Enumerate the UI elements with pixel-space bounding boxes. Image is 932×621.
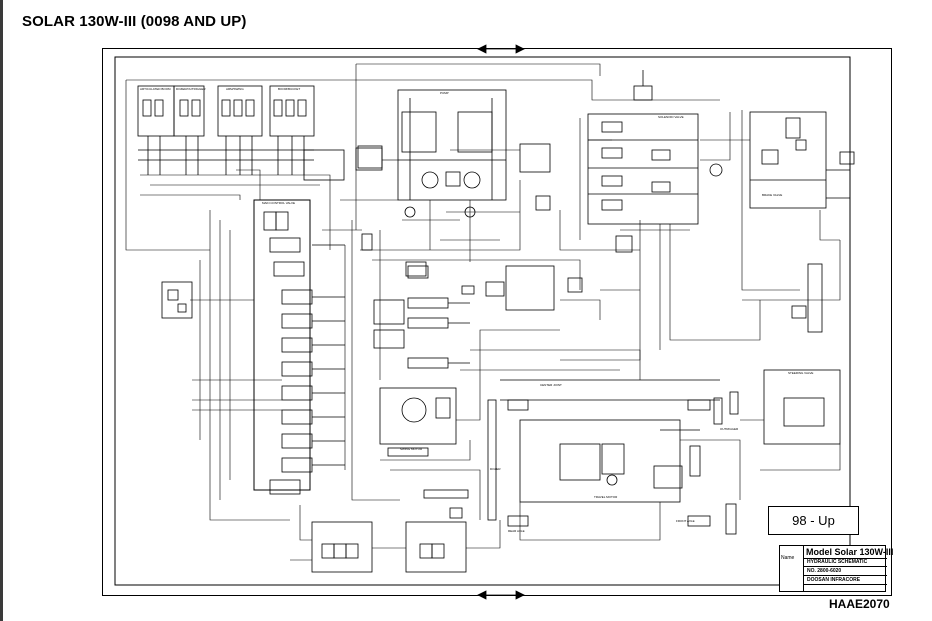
schematic-sheet (102, 48, 892, 596)
label-center-joint: CENTER JOINT (540, 383, 562, 387)
solenoid-valve-block (587, 70, 723, 225)
title-block-divider (804, 558, 887, 559)
title-block-divider (804, 584, 887, 585)
label-steering-valve: STEERING VALVE (788, 371, 813, 375)
label-solenoid-valve: SOLENOID VALVE (658, 115, 684, 119)
label-articulated-boom: ARTICULATED BOOM (140, 87, 171, 91)
title-block-divider (804, 566, 887, 567)
document-code: HAAE2070 (829, 597, 890, 611)
label-boom-bucket: BOOM/BUCKET (278, 87, 300, 91)
inner-frame (114, 56, 851, 586)
pilot-valves (137, 85, 315, 175)
label-front-axle: FRONT AXLE (676, 519, 695, 523)
bottom-valves (311, 489, 469, 573)
page-left-border (0, 0, 3, 621)
label-rear-axle: REAR AXLE (508, 529, 525, 533)
title-block-drawing-name: HYDRAULIC SCHEMATIC (807, 559, 868, 565)
label-main-control-valve: MAIN CONTROL VALVE (262, 201, 295, 205)
label-swing-motor: SWING MOTOR (400, 447, 423, 451)
accessories (355, 143, 633, 311)
axles-outriggers (689, 263, 841, 535)
left-valves (161, 145, 383, 319)
label-dozer: DOZER (490, 467, 501, 471)
title-block: Name Model Solar 130W-III HYDRAULIC SCHE… (779, 545, 893, 592)
title-block-drawing-number: NO. 2800-6020 (807, 568, 842, 574)
title-block-company: DOOSAN INFRACORE (807, 577, 861, 583)
hydraulic-lines (125, 63, 841, 561)
main-pump (397, 89, 507, 218)
label-travel-motor: TRAVEL MOTOR (594, 495, 618, 499)
label-dozer-outrigger: DOZER/OUTRIGGER (176, 87, 206, 91)
brake-valve-block (749, 111, 855, 209)
title-block-name-label: Name (780, 546, 804, 591)
swing-motor (379, 387, 457, 457)
title-block-model: Model Solar 130W-III (806, 547, 894, 557)
schematic-fine-labels: ARTICULATED BOOM DOZER/OUTRIGGER ARM/SWI… (140, 87, 813, 533)
title-block-divider (804, 575, 887, 576)
label-pump: PUMP (440, 91, 449, 95)
cylinders (373, 265, 470, 369)
page-title: SOLAR 130W-III (0098 AND UP) (22, 13, 247, 30)
label-brake-valve: BRAKE VALVE (762, 193, 782, 197)
label-outrigger: OUTRIGGER (720, 427, 739, 431)
main-control-valve (253, 199, 345, 495)
label-arm-swing: ARM/SWING (226, 87, 244, 91)
center-joint-and-travel (487, 379, 720, 527)
serial-range-box: 98 - Up (768, 506, 859, 535)
